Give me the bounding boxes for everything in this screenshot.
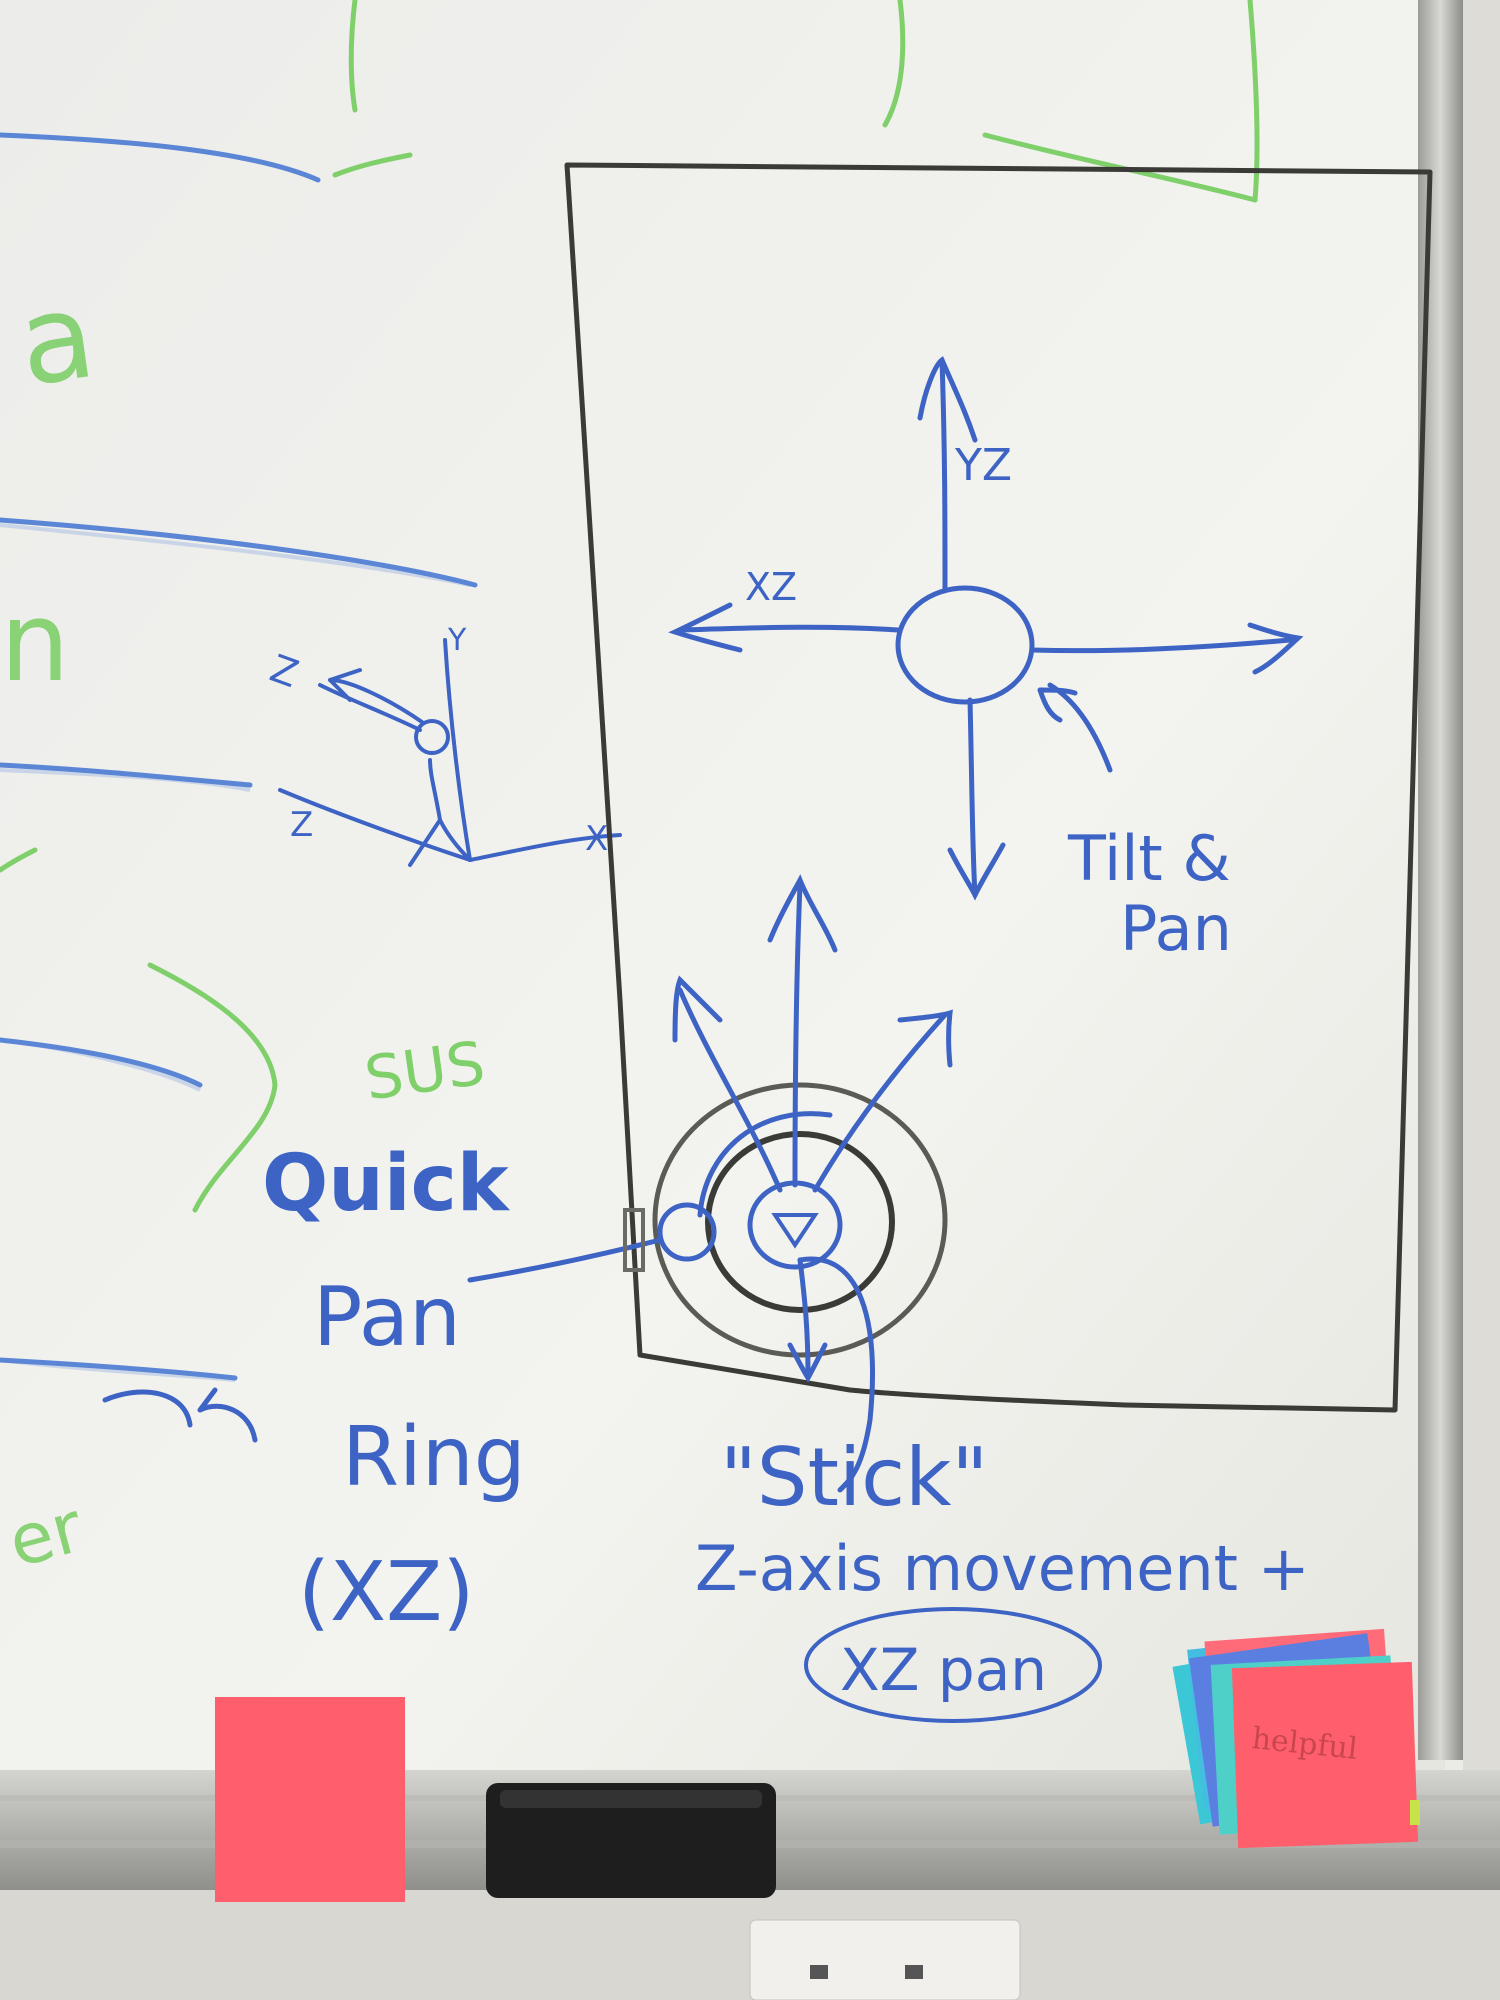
tilt-pan-label-line1: Tilt & [1067,822,1231,895]
axis-label-z-lower: Z [290,805,313,845]
stick-pan-label: XZ pan [840,1636,1047,1704]
quick-pan-ring-line1: Quick [262,1139,511,1229]
eraser-top [500,1790,762,1808]
eraser [486,1783,776,1898]
sticky-note-stack [1172,1628,1420,1849]
knob-hand [467,1202,717,1283]
tilt-pan-label-line2: Pan [1120,892,1232,965]
axis-sketch [278,638,622,867]
stick-arrows [672,874,953,1493]
quick-pan-ring-line4: (XZ) [298,1545,474,1640]
quick-pan-ring [652,1082,948,1358]
xz-pan-circle [804,1607,1102,1723]
sus-label: SUS [360,1028,489,1114]
outlet-socket [905,1965,923,1979]
squiggle-arrow [102,1387,258,1443]
outlet-socket [810,1965,828,1979]
wall-right [1463,0,1500,2000]
sticky-note-pink [215,1697,405,1902]
power-outlet [749,1919,1021,2000]
device-outline [564,162,1433,1413]
stick-description: Z-axis movement + [695,1532,1310,1605]
left-blue-strokes [0,132,478,1381]
stick-label: "Stick" [720,1431,988,1524]
tilt-pan-axis-left-label: XZ [745,565,797,609]
tilt-pan-control [668,356,1304,901]
whiteboard-surface [0,0,1445,1790]
axis-label-y: Y [447,623,467,658]
quick-pan-ring-line3: Ring [342,1410,526,1505]
axis-label-x: X [585,819,608,859]
green-strokes [0,0,1260,1213]
green-fragment-n: n [0,578,70,706]
tilt-pan-axis-up-label: YZ [954,440,1012,491]
whiteboard-frame-right [1418,0,1463,1760]
quick-pan-ring-line2: Pan [313,1270,461,1365]
